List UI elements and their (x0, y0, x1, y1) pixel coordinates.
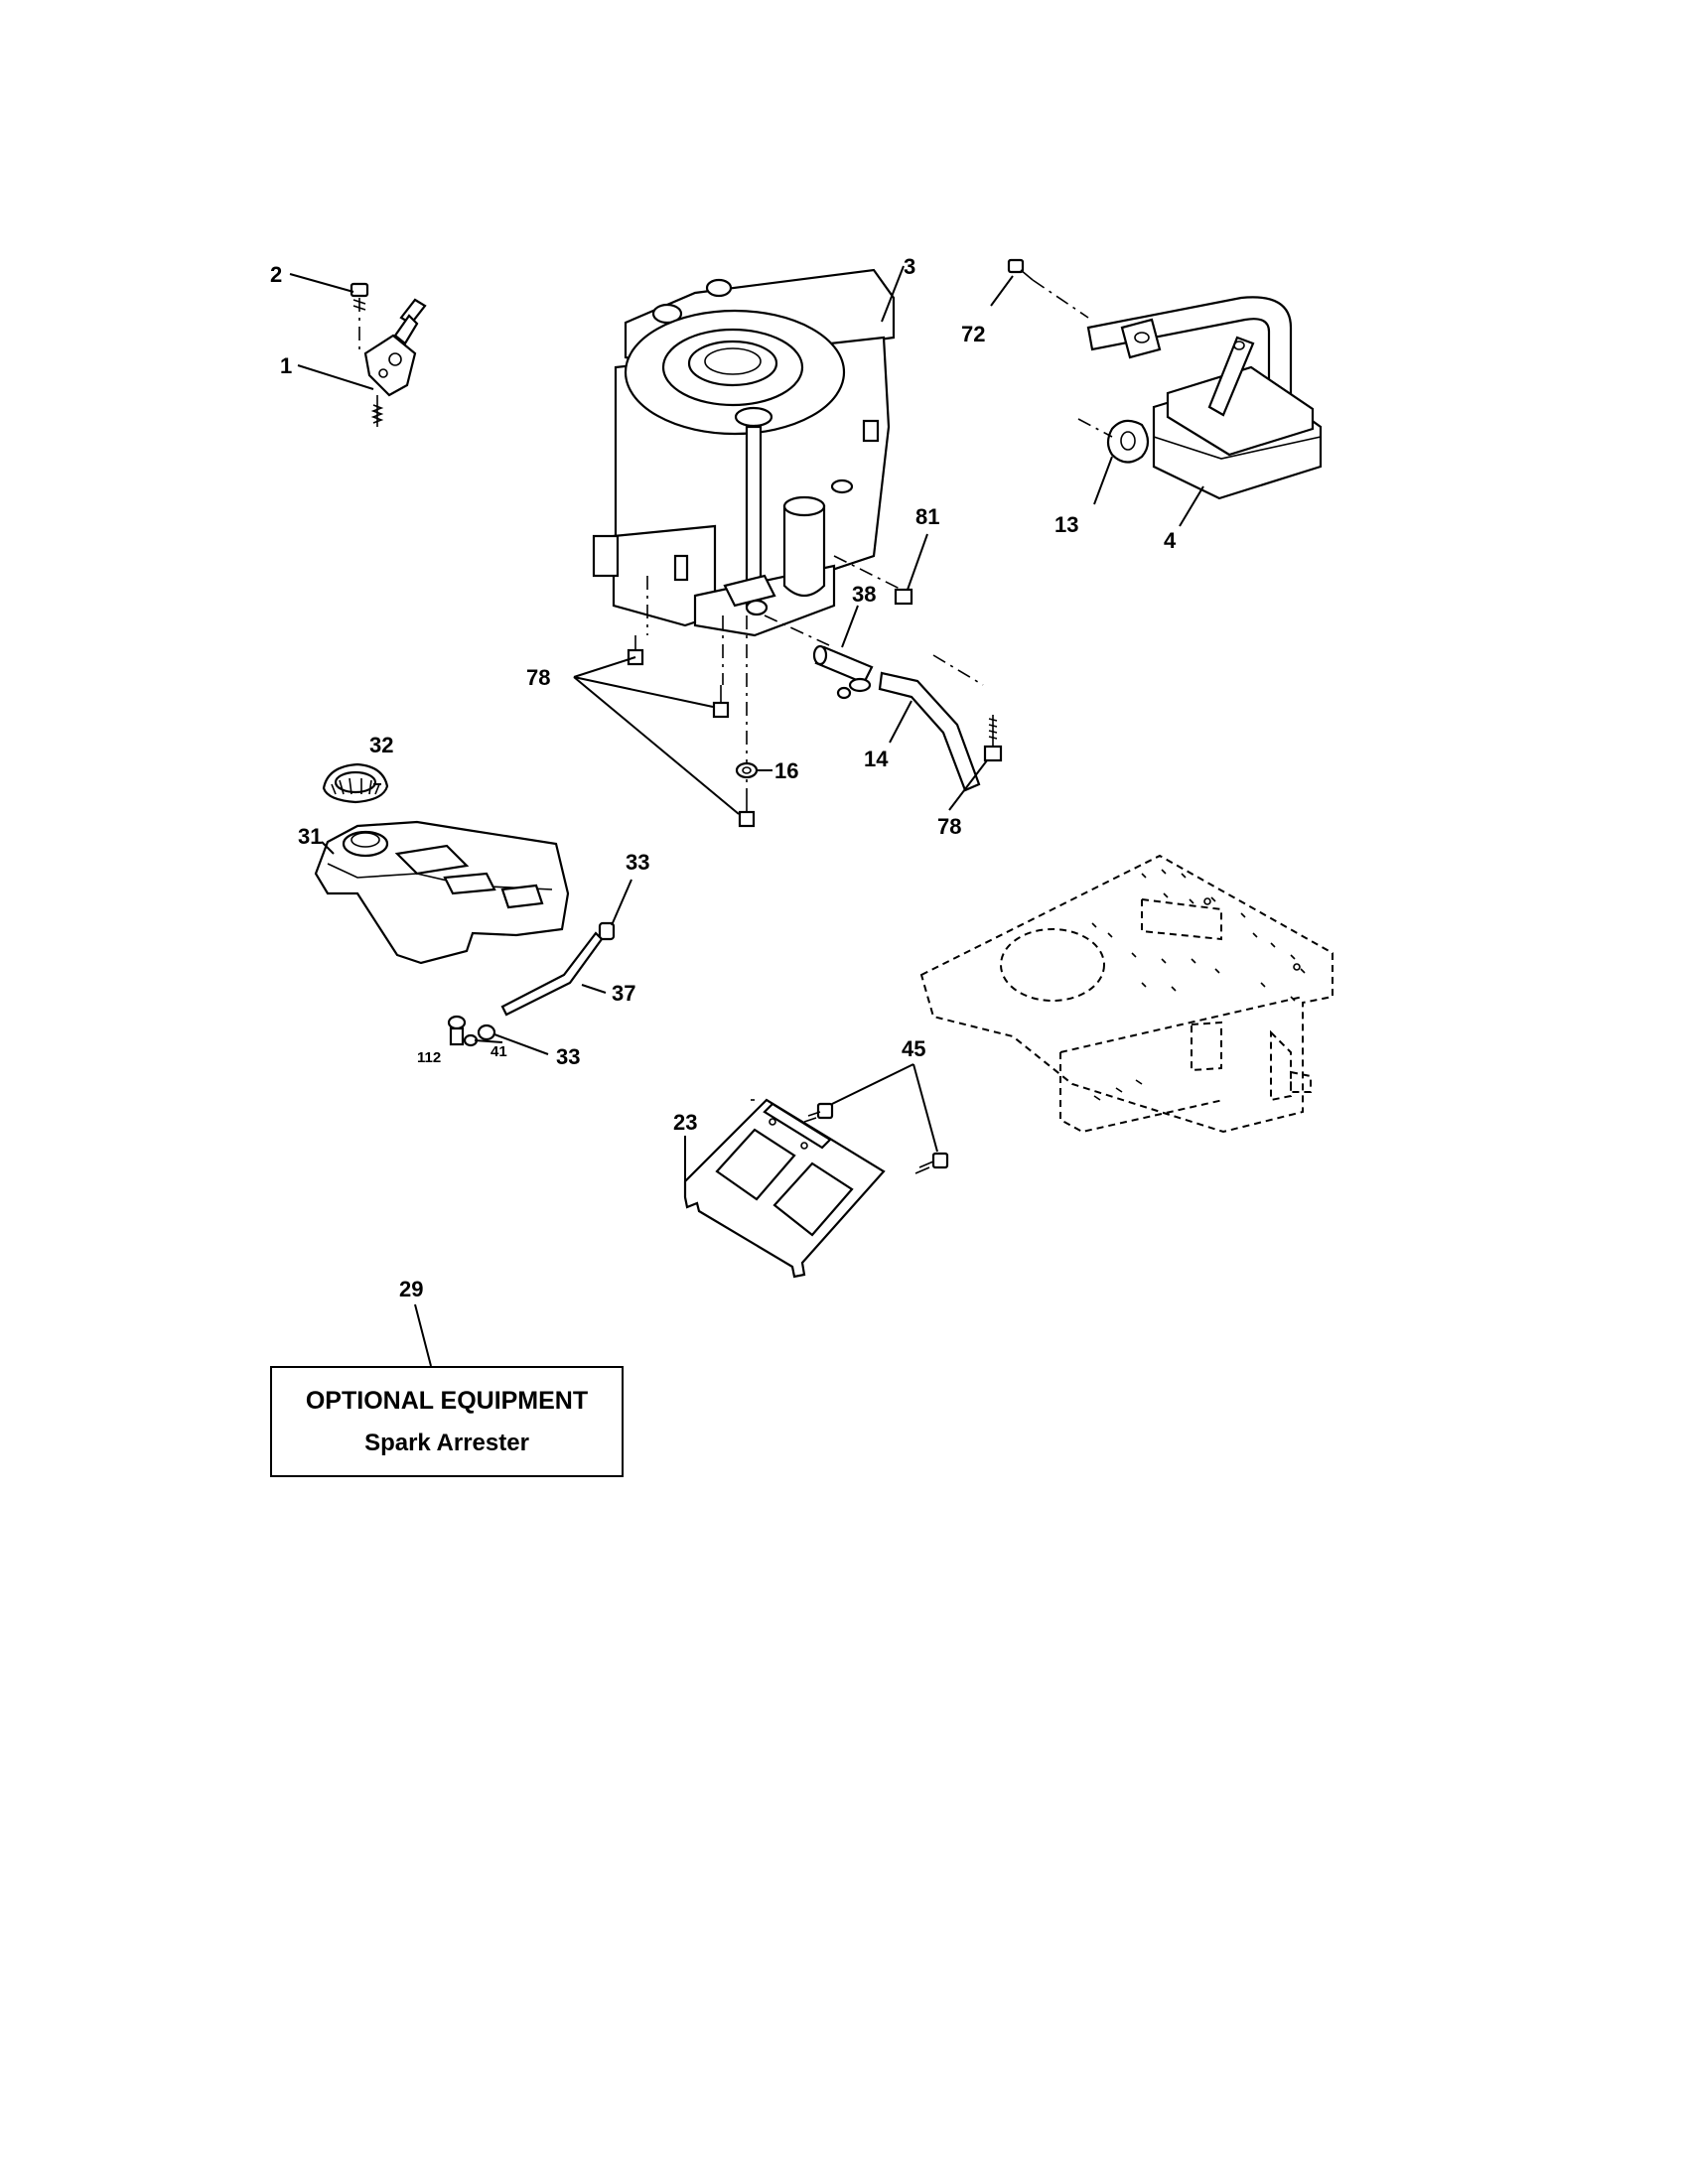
callout-3: 3 (904, 254, 915, 279)
bolt-45-icon (803, 1102, 834, 1123)
optional-equipment-title: OPTIONAL EQUIPMENT (305, 1386, 589, 1415)
optional-equipment-box: OPTIONAL EQUIPMENT Spark Arrester (270, 1366, 624, 1477)
callout-labels: 2 1 3 72 13 4 81 38 78 16 14 78 32 31 33… (270, 254, 1177, 1301)
heat-shield-icon (683, 1098, 886, 1279)
callout-41: 41 (491, 1043, 507, 1060)
callout-45: 45 (902, 1036, 925, 1061)
callout-78-left: 78 (526, 665, 550, 690)
screw-2-icon (350, 282, 369, 311)
callout-16: 16 (774, 758, 798, 783)
washer-16-icon (735, 761, 759, 779)
callout-2: 2 (270, 262, 282, 287)
callout-4: 4 (1164, 528, 1177, 553)
callout-13: 13 (1054, 512, 1078, 537)
callout-72: 72 (961, 322, 985, 346)
fuel-tank-icon (314, 820, 570, 965)
engine-icon (592, 268, 896, 637)
fuel-line-37-icon (500, 931, 604, 1017)
callout-38: 38 (852, 582, 876, 607)
callout-81: 81 (915, 504, 939, 529)
callout-29: 29 (399, 1277, 423, 1301)
callout-33-bottom: 33 (556, 1044, 580, 1069)
callout-78-right: 78 (937, 814, 961, 839)
bolt-78-icon (712, 685, 730, 719)
chassis-frame-icon (919, 854, 1333, 1134)
bolt-45-icon (914, 1152, 949, 1174)
clamp-33-icon (477, 1024, 496, 1041)
nut-81-icon (894, 588, 913, 606)
fuel-filter-icon (812, 644, 874, 700)
throttle-control-icon (358, 298, 427, 427)
fuel-cap-icon (322, 762, 389, 804)
callout-32: 32 (369, 733, 393, 757)
callout-23: 23 (673, 1110, 697, 1135)
gasket-13-icon (1077, 418, 1150, 464)
callout-14: 14 (864, 747, 889, 771)
bolt-78-icon (983, 715, 1003, 762)
clamp-33-icon (598, 921, 616, 941)
callout-37: 37 (612, 981, 635, 1006)
callout-31: 31 (298, 824, 322, 849)
callout-1: 1 (280, 353, 292, 378)
callout-33-top: 33 (626, 850, 649, 875)
muffler-icon (1086, 296, 1323, 500)
leader-lines (289, 265, 1204, 1367)
spark-arrester-label: Spark Arrester (364, 1429, 529, 1456)
bolt-72-icon (1007, 258, 1089, 319)
bolt-78-icon (627, 635, 644, 666)
callout-112: 112 (417, 1049, 441, 1066)
fitting-112-icon (447, 1015, 479, 1047)
bolt-78-icon (738, 794, 756, 828)
